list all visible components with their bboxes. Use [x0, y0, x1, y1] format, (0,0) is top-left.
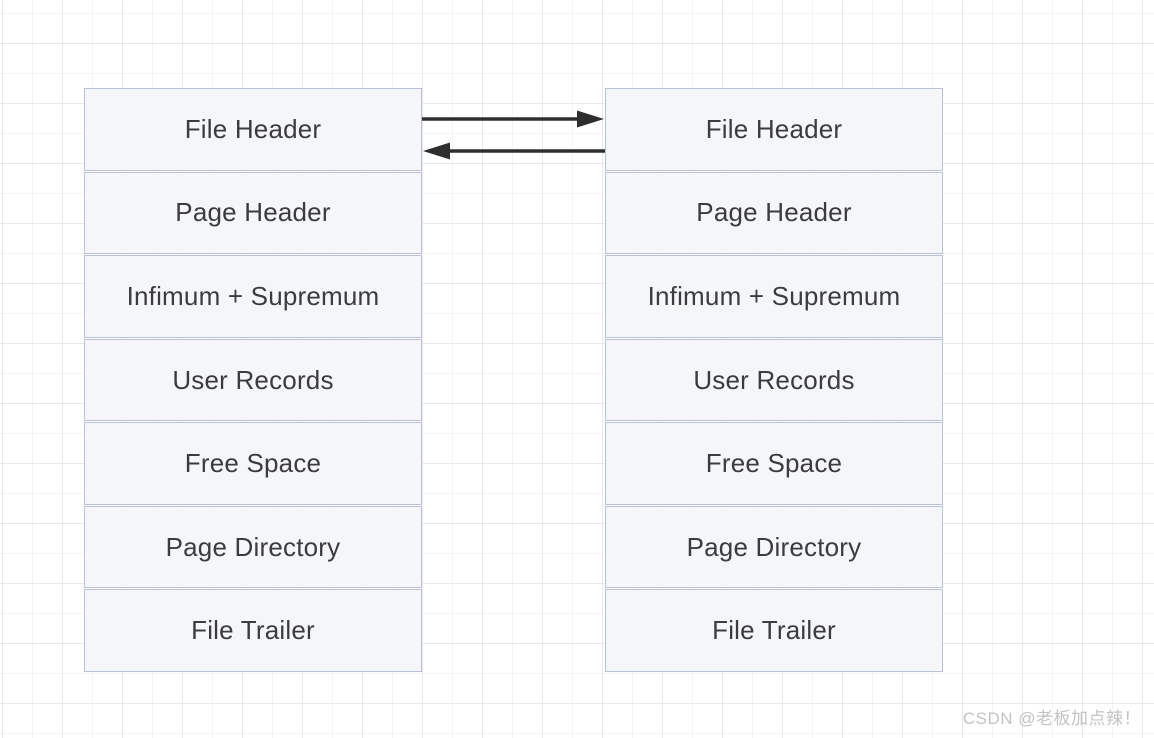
link-arrows	[422, 110, 605, 160]
left-section-file-trailer: File Trailer	[84, 589, 422, 673]
page-stack-right: File Header Page Header Infimum + Suprem…	[605, 88, 943, 673]
left-section-page-directory: Page Directory	[84, 505, 422, 589]
watermark: CSDN @老板加点辣！	[962, 709, 1141, 728]
left-section-infimum-supremum: Infimum + Supremum	[84, 255, 422, 338]
right-section-infimum-supremum: Infimum + Supremum	[605, 255, 943, 338]
page-stack-left: File Header Page Header Infimum + Suprem…	[84, 88, 422, 673]
arrow-right-icon	[422, 110, 604, 128]
left-section-page-header: Page Header	[84, 171, 422, 255]
right-section-page-directory: Page Directory	[605, 505, 943, 589]
right-section-user-records: User Records	[605, 338, 943, 422]
right-section-file-trailer: File Trailer	[605, 589, 943, 673]
right-section-page-header: Page Header	[605, 171, 943, 255]
left-section-file-header: File Header	[84, 88, 422, 171]
left-section-user-records: User Records	[84, 338, 422, 422]
arrow-left-icon	[423, 142, 605, 160]
left-section-free-space: Free Space	[84, 422, 422, 505]
right-section-file-header: File Header	[605, 88, 943, 171]
right-section-free-space: Free Space	[605, 422, 943, 505]
